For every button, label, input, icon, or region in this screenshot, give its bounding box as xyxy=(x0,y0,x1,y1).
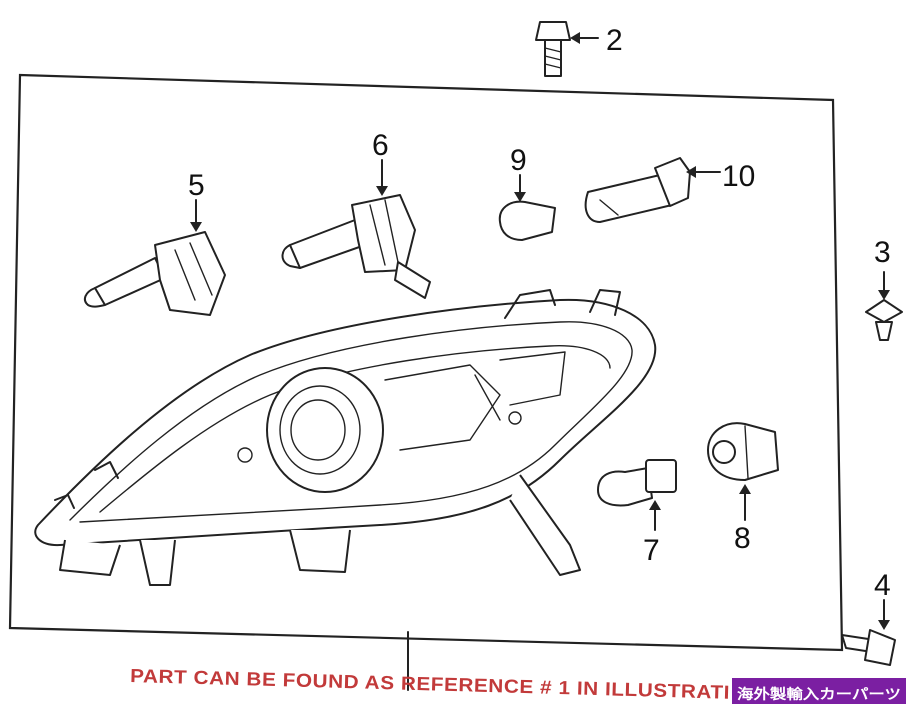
part-number-5: 5 xyxy=(188,169,205,202)
clip-3 xyxy=(865,299,903,341)
leader-3-arrow xyxy=(878,290,890,300)
socket-8 xyxy=(707,422,779,481)
leader-5-arrow xyxy=(190,222,202,232)
leader-7-arrow xyxy=(649,500,661,510)
part-number-7: 7 xyxy=(643,534,660,567)
leader-6-arrow xyxy=(376,186,388,196)
bulb-5 xyxy=(83,231,226,316)
leader-2-arrow xyxy=(570,32,580,44)
reference-caption: PART CAN BE FOUND AS REFERENCE # 1 IN IL… xyxy=(130,666,730,704)
bulb-6 xyxy=(281,194,431,299)
leader-4-arrow xyxy=(878,620,890,630)
bolt-4 xyxy=(841,629,896,666)
leader-8-arrow xyxy=(739,484,751,494)
part-number-2: 2 xyxy=(606,24,623,57)
part-number-10: 10 xyxy=(722,160,755,193)
import-badge: 海外製輸入カーパーツ xyxy=(737,686,901,703)
leader-9-arrow xyxy=(514,192,526,202)
headlamp-housing xyxy=(34,289,657,586)
leader-10-arrow xyxy=(686,166,696,178)
bolt-2 xyxy=(535,21,571,77)
part-number-3: 3 xyxy=(874,236,891,269)
part-number-9: 9 xyxy=(510,144,527,177)
part-number-4: 4 xyxy=(874,569,891,602)
bulb-7 xyxy=(597,459,677,507)
socket-10 xyxy=(584,157,691,223)
part-number-6: 6 xyxy=(372,129,389,162)
import-badge-background xyxy=(732,678,906,704)
part-number-8: 8 xyxy=(734,522,751,555)
bulb-9 xyxy=(498,200,556,241)
